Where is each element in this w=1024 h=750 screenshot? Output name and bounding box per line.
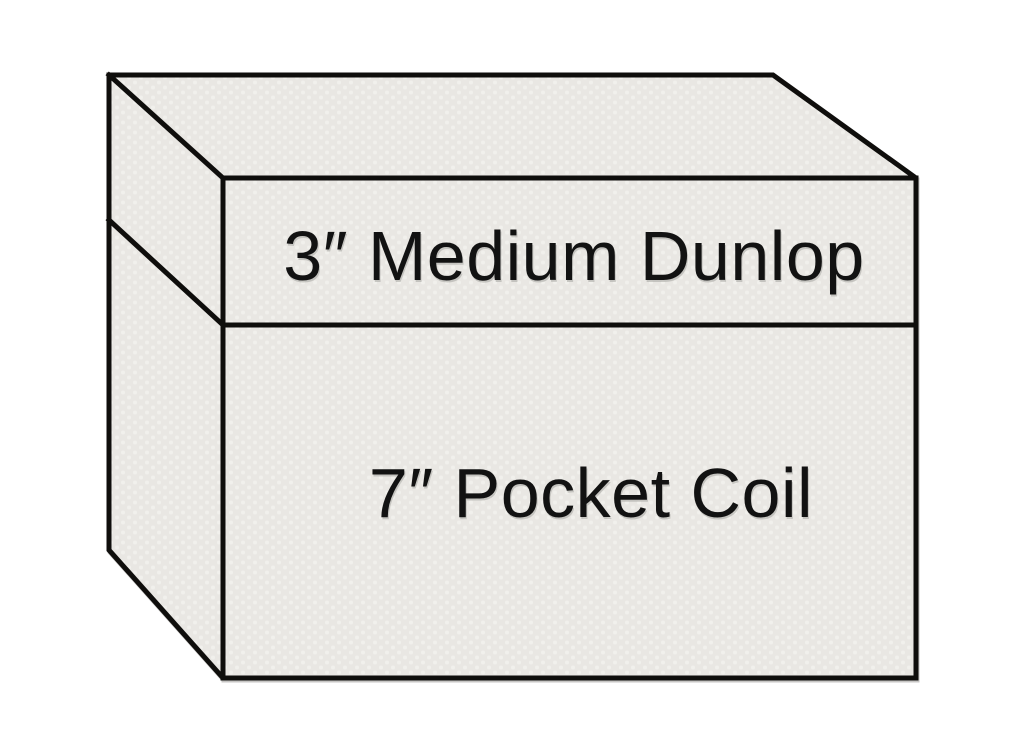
box-outer-shape bbox=[106, 72, 919, 681]
layer-labels: 3″ Medium Dunlop 7″ Pocket Coil bbox=[283, 217, 864, 532]
top-layer-label: 3″ Medium Dunlop bbox=[283, 217, 864, 295]
side-layer-divider-edge bbox=[105, 216, 227, 329]
bottom-layer-label: 7″ Pocket Coil bbox=[369, 454, 813, 532]
box-shape-group bbox=[105, 71, 919, 681]
top-face-left-edge bbox=[105, 71, 227, 182]
